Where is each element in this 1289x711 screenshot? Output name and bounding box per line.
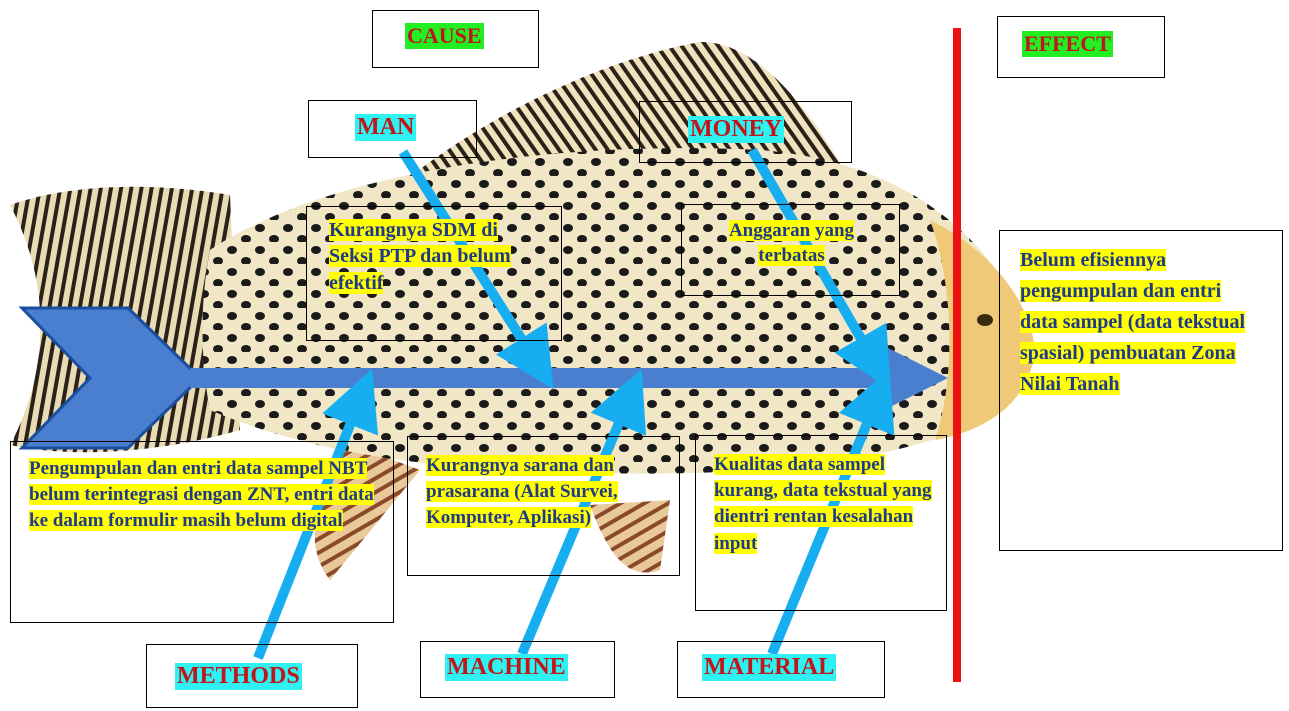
category-machine: MACHINE (445, 654, 568, 681)
category-box-machine: MACHINE (420, 641, 615, 698)
spine-chevron (22, 308, 200, 448)
category-money: MONEY (688, 116, 784, 143)
category-box-methods: METHODS (146, 644, 358, 708)
category-box-money: MONEY (639, 101, 852, 163)
effect-header: EFFECT (1022, 31, 1113, 57)
cause-header-box: CAUSE (372, 10, 539, 68)
cause-money-text: Anggaran yang terbatas (729, 220, 854, 266)
cause-box-machine: Kurangnya sarana dan prasarana (Alat Sur… (407, 436, 680, 576)
cause-machine-text: Kurangnya sarana dan prasarana (Alat Sur… (426, 455, 618, 528)
effect-header-box: EFFECT (997, 16, 1165, 78)
cause-material-text: Kualitas data sampel kurang, data tekstu… (714, 454, 932, 554)
category-box-material: MATERIAL (677, 641, 885, 698)
cause-box-man: Kurangnya SDM di Seksi PTP dan belum efe… (306, 206, 562, 341)
category-box-man: MAN (308, 100, 477, 158)
effect-box: Belum efisiennya pengumpulan dan entri d… (999, 230, 1283, 551)
effect-text: Belum efisiennya pengumpulan dan entri d… (1020, 249, 1245, 395)
cause-box-material: Kualitas data sampel kurang, data tekstu… (695, 435, 947, 611)
cause-box-methods: Pengumpulan dan entri data sampel NBT be… (10, 441, 394, 623)
category-man: MAN (355, 114, 416, 141)
cause-header: CAUSE (405, 23, 484, 49)
category-material: MATERIAL (702, 654, 836, 681)
cause-box-money: Anggaran yang terbatas (681, 204, 900, 296)
category-methods: METHODS (175, 663, 302, 690)
cause-methods-text: Pengumpulan dan entri data sampel NBT be… (29, 458, 374, 531)
cause-man-text: Kurangnya SDM di Seksi PTP dan belum efe… (329, 219, 511, 294)
